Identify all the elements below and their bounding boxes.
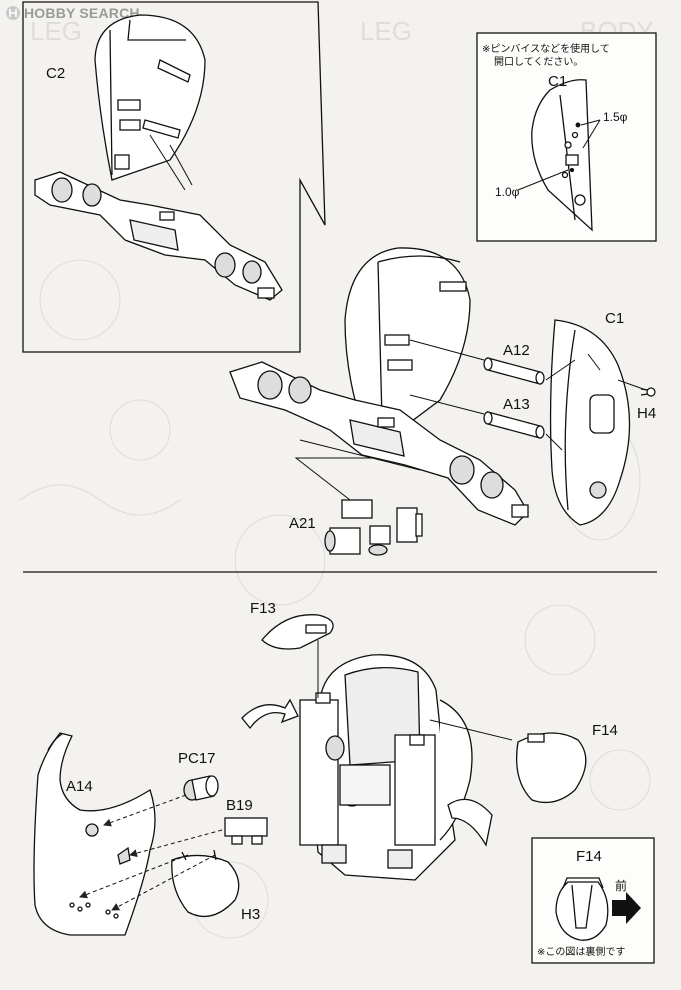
arrow-right-icon — [612, 892, 641, 924]
hobbysearch-logo-icon — [6, 6, 20, 20]
drill-note-line2: 開口してください。 — [494, 57, 584, 68]
poly-cap-pc17 — [183, 775, 219, 801]
label-drill-large: 1.5φ — [603, 110, 628, 124]
inset-guide-lines — [149, 134, 193, 191]
inset-frame-left — [22, 1, 326, 353]
drill-leader-lines — [517, 119, 601, 191]
drill-note-line1: ※ピンバイスなどを使用して — [482, 44, 610, 55]
rotate-arrow-left — [241, 698, 299, 730]
svg-text:LEG: LEG — [360, 16, 412, 46]
watermark-text: HOBBY SEARCH — [24, 5, 140, 21]
label-a14: A14 — [66, 778, 93, 795]
c2-shell-main — [344, 247, 471, 431]
shell-a14 — [33, 732, 156, 936]
label-f14: F14 — [592, 722, 618, 739]
pin-a13 — [483, 411, 545, 439]
leg-frame-main — [229, 361, 529, 526]
svg-text:LEG: LEG — [30, 16, 82, 46]
label-f13: F13 — [250, 600, 276, 617]
pin-a12 — [483, 357, 545, 385]
label-c2: C2 — [46, 65, 66, 82]
screw-h4 — [640, 387, 656, 397]
cover-f14 — [515, 732, 587, 804]
joint-a21 — [324, 499, 423, 556]
c1-outer-shell — [549, 319, 631, 526]
label-h4: H4 — [637, 405, 657, 422]
f14-back-view — [555, 877, 609, 941]
inset-leg-frame — [34, 171, 283, 301]
c2-shell — [94, 14, 206, 181]
waist-assembly — [299, 654, 473, 881]
label-drill-small: 1.0φ — [495, 185, 520, 199]
label-a13: A13 — [503, 396, 530, 413]
watermark: HOBBY SEARCH — [6, 4, 140, 22]
part-b19 — [224, 817, 268, 845]
assembly-guide-lines-top — [294, 339, 647, 501]
label-front: 前 — [615, 879, 628, 893]
label-a12: A12 — [503, 342, 530, 359]
label-h3: H3 — [241, 906, 261, 923]
rotate-arrow-right — [447, 798, 493, 847]
c1-drill-detail — [531, 79, 593, 232]
label-a21: A21 — [289, 515, 316, 532]
cover-f13 — [261, 614, 334, 650]
assembly-guide-lines-bottom — [79, 640, 513, 911]
label-c1: C1 — [605, 310, 625, 327]
label-pc17: PC17 — [178, 750, 216, 767]
label-b19: B19 — [226, 797, 253, 814]
label-c1-inset: C1 — [548, 73, 568, 90]
inset-back-note: ※この図は裏側です — [537, 947, 626, 958]
label-f14-inset: F14 — [576, 848, 602, 865]
